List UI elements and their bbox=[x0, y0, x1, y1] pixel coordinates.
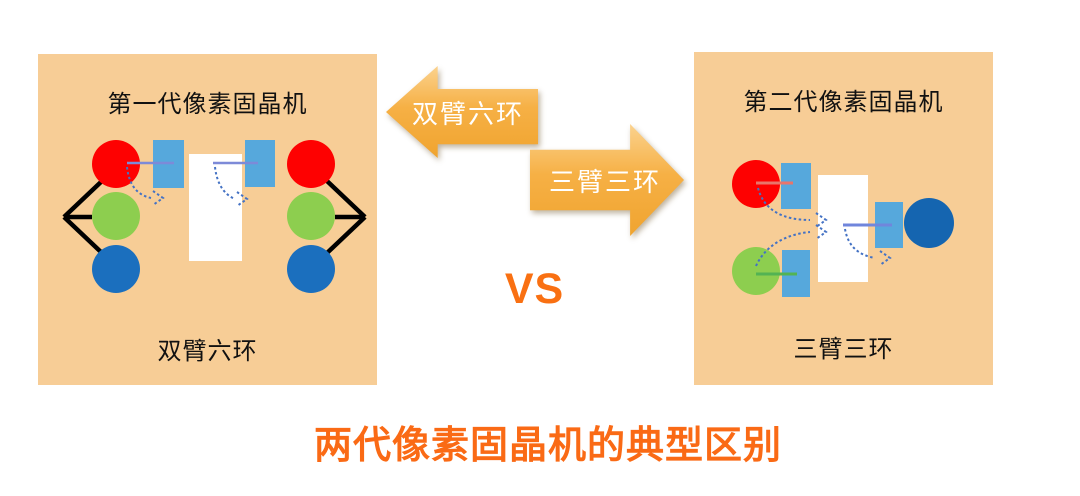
blue-ring bbox=[92, 245, 140, 293]
bond-stage-rect bbox=[818, 175, 868, 282]
green-ring bbox=[92, 192, 140, 240]
right-block-arrow-icon: 三臂三环 bbox=[530, 124, 684, 236]
left-bracket bbox=[62, 179, 104, 255]
bond-stage-rect bbox=[189, 154, 242, 261]
dark-blue-ring bbox=[904, 198, 954, 248]
pick-head-rect bbox=[781, 163, 811, 209]
gen1-label: 双臂六环 bbox=[157, 338, 258, 365]
gen1-panel: 第一代像素固晶机 bbox=[38, 54, 377, 385]
right-bracket bbox=[325, 179, 367, 255]
dual-arm-arrow-label: 双臂六环 bbox=[411, 98, 524, 129]
gen2-three-arm-three-ring-diagram bbox=[732, 160, 954, 297]
transfer-arc bbox=[755, 187, 892, 267]
gen1-title: 第一代像素固晶机 bbox=[107, 91, 308, 118]
left-block-arrow-icon: 双臂六环 bbox=[386, 66, 538, 158]
green-ring bbox=[287, 192, 335, 240]
gen1-dual-arm-six-ring-diagram bbox=[62, 140, 367, 293]
dual-arm-arrow-left: 双臂六环 bbox=[386, 66, 538, 158]
red-ring bbox=[92, 140, 140, 188]
red-ring bbox=[287, 140, 335, 188]
transfer-arc bbox=[126, 166, 249, 207]
caption-title: 两代像素固晶机的典型区别 bbox=[313, 425, 782, 467]
green-ring bbox=[732, 247, 780, 295]
gen2-title: 第二代像素固晶机 bbox=[743, 89, 944, 116]
three-arm-arrow-label: 三臂三环 bbox=[548, 166, 661, 197]
vs-label: VS bbox=[504, 265, 565, 313]
gen2-panel: 第二代像素固晶机 三臂三环 bbox=[694, 52, 993, 385]
blue-ring bbox=[287, 245, 335, 293]
three-arm-arrow-right: 三臂三环 bbox=[530, 124, 684, 236]
gen2-label: 三臂三环 bbox=[793, 336, 894, 363]
